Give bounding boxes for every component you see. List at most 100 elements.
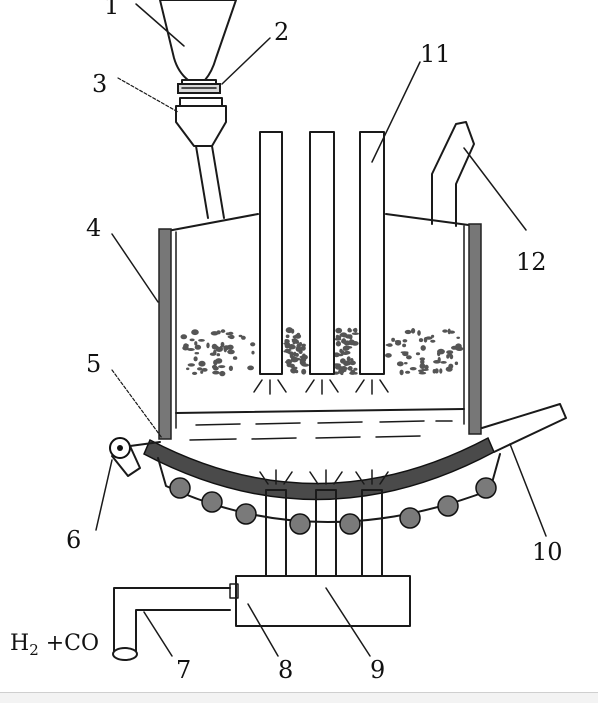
label-6: 6 [66,526,81,554]
ore-particle [432,369,436,374]
top-lances [253,131,389,395]
ore-particle [437,348,445,355]
ore-particle [215,358,223,364]
label-12: 12 [516,248,547,276]
ore-particle [294,369,299,374]
ore-particle [343,360,352,366]
roller-ball [201,491,223,513]
roller-ball [169,477,191,499]
ore-particle [293,351,297,357]
ore-particle [219,370,226,377]
ore-particle [250,342,256,347]
ore-particle [238,334,243,338]
label-10: 10 [532,538,563,566]
ore-particle [409,367,417,371]
ore-particle [193,356,198,362]
ore-particle [301,363,310,367]
ore-particle [227,335,234,339]
ore-particle [446,350,454,355]
ore-particle [187,363,195,367]
ore-particle [292,340,296,345]
ore-particle [351,332,359,336]
ore-particle [285,334,290,339]
ore-particle [197,367,203,371]
ore-particle [284,348,292,352]
ore-layer [180,327,464,377]
gas-inlet-pipe [112,587,231,661]
tilt-pivot [109,437,161,477]
ore-particle [291,359,298,363]
ore-particle [424,364,429,370]
ore-particle [343,350,351,355]
ore-particle [226,344,234,350]
ore-particle [439,368,443,374]
ore-particle [192,330,197,333]
ore-particle [353,367,358,371]
ore-particle [455,346,464,351]
ore-particle [423,337,428,343]
leader-lines [95,3,547,657]
ore-particle [301,368,307,375]
ore-particle [391,337,395,342]
ore-particle [198,360,206,367]
label-5: 5 [86,350,101,378]
ore-particle [206,342,210,349]
ore-particle [294,333,302,339]
ore-particle [430,339,436,343]
roller-ball [235,503,257,525]
roller-ball [437,495,459,517]
ore-particle [227,349,235,355]
ore-particle [286,342,291,347]
ore-particle [342,345,350,351]
roller-ball [475,477,497,499]
ore-particle [353,372,358,375]
ore-particle [225,332,231,336]
ore-particle [189,338,195,342]
ore-particle [394,340,402,343]
ore-particle [210,331,219,336]
feed-funnel [175,97,227,219]
ore-particle [186,367,190,371]
ore-particle [347,327,352,333]
label-3: 3 [92,70,107,98]
ore-particle [241,335,246,340]
ore-particle [339,349,343,353]
ore-particle [209,352,217,356]
ore-particle [338,368,345,374]
ore-particle [341,332,348,338]
ore-particle [385,343,392,347]
support-rollers [169,477,497,535]
roller-ball [399,507,421,529]
ore-particle [350,358,354,363]
ore-particle [194,341,198,346]
ore-particle [415,352,421,356]
ore-particle [346,356,351,362]
ore-particle [211,343,218,350]
label-11: 11 [420,40,451,68]
ore-particle [298,342,303,347]
hopper-valve [177,83,221,94]
bottom-toolbar [0,692,598,703]
ore-particle [445,366,453,372]
ore-particle [284,339,290,344]
ore-particle [198,339,205,342]
label-9: 9 [370,656,385,684]
ore-particle [232,356,238,360]
ore-particle [406,355,412,360]
ore-particle [449,354,454,360]
gas-inlet-label: H2 +CO [10,631,99,659]
ore-particle [201,368,208,372]
ore-particle [405,370,411,374]
ore-particle [215,347,223,352]
ore-particle [192,371,198,375]
ore-particle [216,353,221,357]
ore-particle [194,344,202,350]
ore-particle [417,330,421,336]
ore-particle [348,339,355,346]
ore-particle [341,340,347,344]
ore-particle [335,327,343,334]
label-4: 4 [86,214,101,242]
ore-particle [218,365,226,369]
ore-particle [348,334,353,340]
ore-particle [419,357,426,361]
